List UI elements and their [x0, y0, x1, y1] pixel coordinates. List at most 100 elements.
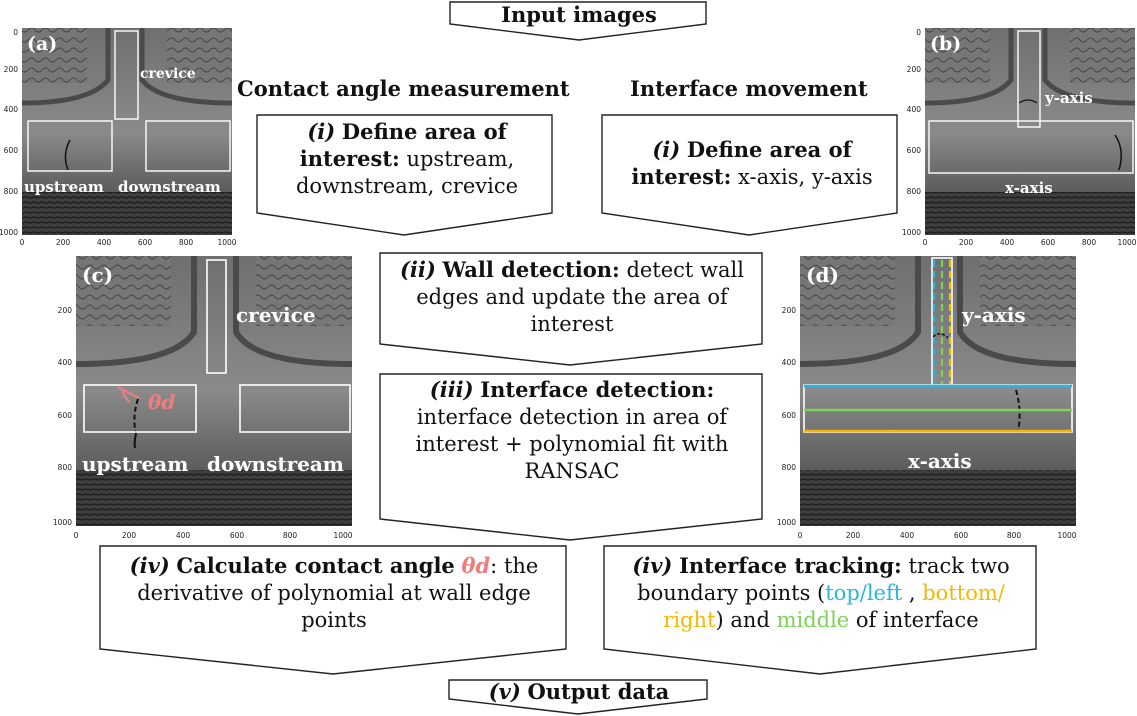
panel-b-xtick: 600 — [1041, 238, 1056, 247]
panel-c-x-ticks: 0 200 400 600 800 1000 — [74, 531, 353, 540]
panel-a-ytick: 0 — [13, 28, 18, 37]
panel-d-xtick: 600 — [954, 531, 969, 540]
panel-c-xtick: 800 — [283, 531, 298, 540]
panel-a-ytick: 200 — [4, 65, 19, 74]
step-iv-right-num: (iv) — [632, 553, 673, 578]
panel-d-x-ticks: 0 200 400 600 800 1000 — [798, 531, 1077, 540]
step-iii-body: interface detection in area of interest … — [415, 404, 729, 483]
panel-b-ytick: 1000 — [902, 228, 921, 237]
panel-a-ytick: 600 — [4, 146, 19, 155]
panel-b-xtick: 800 — [1082, 238, 1097, 247]
panel-b: (b) y-axis x-axis 0 200 400 600 800 1000… — [902, 28, 1137, 247]
output-data-title: Output data — [527, 679, 670, 704]
step-iv-left-text: (iv) Calculate contact angle θd: the der… — [108, 553, 560, 634]
panel-b-xtick: 400 — [1000, 238, 1015, 247]
step-ii-num: (ii) — [400, 257, 436, 282]
panel-c-xtick: 600 — [230, 531, 245, 540]
step-i-right-num: (i) — [652, 137, 681, 162]
panel-c: θd (c) crevice upstream downstream 200 4… — [53, 256, 353, 540]
panel-b-xaxis-label: x-axis — [1005, 179, 1053, 197]
step-iv-right-sep: , — [902, 580, 923, 605]
panel-c-crevice-label: crevice — [236, 303, 316, 327]
step-iv-left-colon: : — [490, 554, 498, 578]
panel-d-xtick: 1000 — [1057, 531, 1076, 540]
panel-a-ytick: 1000 — [0, 228, 18, 237]
panel-d-y-ticks: 200 400 600 800 1000 — [777, 306, 796, 527]
panel-b-tag: (b) — [930, 33, 961, 55]
panel-c-ytick: 800 — [58, 463, 73, 472]
panel-c-tag: (c) — [82, 263, 113, 287]
panel-b-xtick: 200 — [959, 238, 974, 247]
panel-b-ytick: 0 — [916, 28, 921, 37]
panel-c-ytick: 1000 — [53, 518, 72, 527]
step-iii-text: (iii) Interface detection: interface det… — [390, 377, 754, 485]
step-iv-right-body-3: of interface — [849, 607, 979, 632]
step-ii-title: Wall detection: — [442, 257, 620, 282]
step-iv-right-title: Interface tracking: — [679, 553, 902, 578]
panel-a-xtick: 1000 — [217, 238, 236, 247]
panel-d-ytick: 600 — [782, 411, 797, 420]
panel-b-ytick: 800 — [907, 187, 922, 196]
panel-d-xtick: 400 — [900, 531, 915, 540]
panel-a-ytick: 800 — [4, 187, 19, 196]
panel-a-xtick: 600 — [138, 238, 153, 247]
panel-d-xtick: 200 — [846, 531, 861, 540]
panel-d-ytick: 400 — [782, 358, 797, 367]
panel-a-tag: (a) — [27, 33, 57, 55]
top-left-label: top/left — [825, 580, 903, 605]
panel-a-xtick: 200 — [56, 238, 71, 247]
panel-c-y-ticks: 200 400 600 800 1000 — [53, 306, 72, 527]
panel-a-xtick: 800 — [179, 238, 194, 247]
panel-c-ytick: 400 — [58, 358, 73, 367]
output-data-num: (v) — [488, 679, 521, 704]
step-i-right-text: (i) Define area of interest: x-axis, y-a… — [612, 137, 892, 191]
panel-c-theta-label: θd — [148, 390, 175, 414]
panel-a-xtick: 0 — [20, 238, 25, 247]
step-i-left-box — [256, 114, 553, 236]
panel-c-xtick: 200 — [122, 531, 137, 540]
step-iv-right-box — [603, 545, 1037, 675]
step-iv-left-num: (iv) — [129, 553, 170, 578]
step-i-right-body: x-axis, y-axis — [738, 164, 873, 189]
panel-c-ytick: 200 — [58, 306, 73, 315]
bottom-right-label: bottom/ right — [663, 580, 1005, 632]
heading-contact-angle: Contact angle measurement — [237, 76, 570, 101]
step-iii-title: Interface detection: — [480, 377, 715, 402]
panel-a-y-ticks: 0 200 400 600 800 1000 — [0, 28, 18, 237]
step-iv-right-body-1: track two boundary points ( — [637, 554, 1010, 605]
step-i-right-box — [601, 114, 898, 236]
output-data-label: (v) Output data — [448, 679, 710, 706]
panel-d-yaxis-label: y-axis — [961, 303, 1026, 327]
panel-d-xtick: 800 — [1007, 531, 1022, 540]
panel-d-xaxis-label: x-axis — [908, 449, 972, 473]
panel-b-xtick: 0 — [923, 238, 928, 247]
panel-b-xtick: 1000 — [1117, 238, 1136, 247]
input-images-label: Input images — [501, 2, 657, 27]
step-ii-body: detect wall edges and update the area of… — [416, 258, 744, 336]
output-data-box — [448, 679, 708, 715]
step-iii-box — [379, 373, 763, 541]
panel-a-crevice-label: crevice — [140, 66, 196, 82]
panel-c-xtick: 1000 — [333, 531, 352, 540]
panel-d: (d) y-axis x-axis 200 400 600 800 1000 0… — [777, 256, 1077, 540]
step-iv-right-body-2: ) and — [715, 607, 777, 632]
panel-d-ytick: 200 — [782, 306, 797, 315]
input-images-box — [449, 1, 707, 41]
step-iii-num: (iii) — [429, 377, 474, 402]
panel-d-ytick: 1000 — [777, 518, 796, 527]
step-i-left-title: Define area of interest: — [299, 119, 507, 171]
panel-a-ytick: 400 — [4, 105, 19, 114]
panel-b-yaxis-label: y-axis — [1044, 89, 1093, 107]
panel-b-ytick: 600 — [907, 146, 922, 155]
panel-c-upstream-label: upstream — [82, 452, 188, 476]
panel-a-x-ticks: 0 200 400 600 800 1000 — [20, 238, 237, 247]
panel-b-y-ticks: 0 200 400 600 800 1000 — [902, 28, 921, 237]
panel-c-ytick: 600 — [58, 411, 73, 420]
step-i-left-text: (i) Define area of interest: upstream, d… — [262, 119, 552, 200]
step-ii-box — [379, 252, 763, 366]
panel-a: (a) crevice upstream downstream 0 200 40… — [0, 28, 237, 247]
theta-symbol: θd — [461, 553, 491, 578]
panel-a-downstream-label: downstream — [118, 178, 221, 196]
heading-interface-movement: Interface movement — [630, 76, 868, 101]
panel-b-ytick: 200 — [907, 65, 922, 74]
